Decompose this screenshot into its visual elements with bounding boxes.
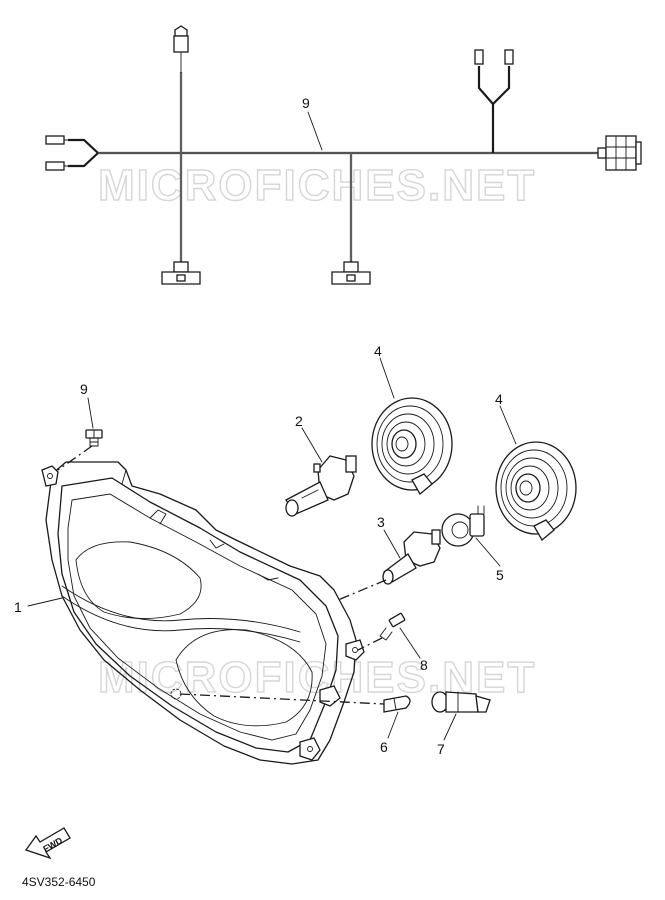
callout-line-bulb-socket bbox=[443, 713, 457, 741]
callout-headlight: 1 bbox=[14, 599, 22, 615]
callout-cover-a: 4 bbox=[374, 343, 382, 359]
callout-line-harness bbox=[307, 111, 323, 151]
callout-line-bulb-main bbox=[301, 427, 323, 463]
callout-screw-upper: 9 bbox=[80, 381, 88, 397]
screw-upper-axis bbox=[57, 445, 93, 471]
screw-lower-axis bbox=[357, 637, 383, 651]
bulb-small bbox=[383, 695, 411, 713]
bulb-small-target bbox=[170, 688, 182, 700]
socket bbox=[441, 505, 485, 547]
watermark-top: MICROFICHES.NET bbox=[98, 161, 536, 210]
screw-lower bbox=[379, 612, 406, 641]
callout-line-socket bbox=[475, 537, 501, 567]
callout-line-cover-a bbox=[379, 357, 395, 399]
callout-bulb-socket: 7 bbox=[437, 741, 445, 757]
callout-line-headlight bbox=[27, 597, 63, 607]
callout-line-screw-upper bbox=[87, 397, 94, 429]
diagram-code: 4SV352-6450 bbox=[22, 875, 96, 889]
callout-line-bulb-small bbox=[387, 711, 399, 739]
socket-cover-a bbox=[371, 397, 453, 495]
callout-bulb-second: 3 bbox=[377, 514, 385, 530]
bulb-main bbox=[285, 455, 357, 517]
callout-line-bulb-second bbox=[383, 529, 401, 559]
callout-socket: 5 bbox=[496, 567, 504, 583]
callout-line-cover-b bbox=[499, 405, 517, 445]
callout-line-screw-lower bbox=[399, 627, 421, 659]
fwd-arrow-icon: FWD bbox=[24, 827, 71, 860]
callout-harness: 9 bbox=[302, 95, 310, 111]
callout-cover-b: 4 bbox=[495, 391, 503, 407]
bulb-second-axis bbox=[337, 579, 387, 601]
wire-harness bbox=[45, 25, 642, 285]
callout-screw-lower: 8 bbox=[420, 657, 428, 673]
socket-cover-b bbox=[495, 441, 577, 541]
bulb-socket bbox=[431, 691, 491, 713]
bulb-second bbox=[382, 529, 441, 585]
screw-upper bbox=[85, 429, 103, 447]
callout-bulb-small: 6 bbox=[380, 739, 388, 755]
callout-bulb-main: 2 bbox=[295, 413, 303, 429]
bulb-small-axis bbox=[179, 693, 385, 705]
headlight-unit bbox=[41, 461, 365, 765]
